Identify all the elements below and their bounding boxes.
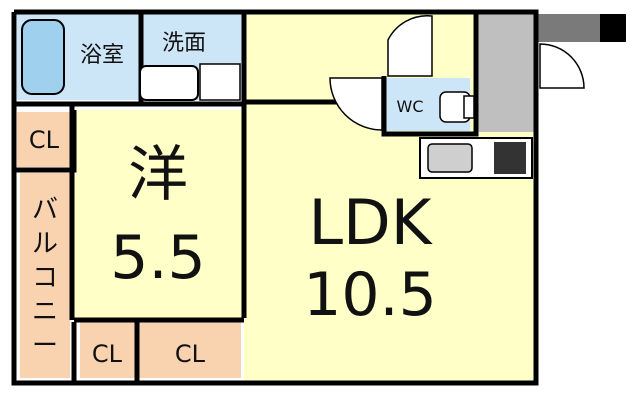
balcony-char: バ bbox=[32, 195, 58, 225]
ldk-name: LDK bbox=[309, 186, 433, 259]
storage-shelf bbox=[478, 14, 534, 132]
western-room-name: 洋 bbox=[128, 140, 188, 210]
balcony-area bbox=[20, 173, 70, 378]
bathtub-icon bbox=[21, 19, 65, 95]
western-room-size: 5.5 bbox=[110, 223, 205, 293]
washroom-label: 洗面 bbox=[162, 31, 206, 56]
closet-bottom-1-area bbox=[80, 320, 135, 378]
wc-label: WC bbox=[397, 97, 424, 116]
closet-bottom-2-label: CL bbox=[175, 340, 206, 368]
closet-left-label: CL bbox=[29, 126, 60, 154]
bath-label: 浴室 bbox=[80, 43, 124, 68]
toilet-icon bbox=[439, 91, 475, 123]
closet-bottom-1-label: CL bbox=[92, 340, 123, 368]
washbasin-icon bbox=[139, 63, 241, 101]
western-room-area bbox=[74, 110, 244, 320]
ldk-size: 10.5 bbox=[303, 260, 437, 330]
entrance-area bbox=[244, 14, 476, 76]
kitchen-sink-icon bbox=[427, 143, 473, 173]
door-swing-icon bbox=[329, 15, 585, 131]
balcony-char: ニ bbox=[32, 297, 58, 327]
balcony-label: バ ル コ ニ ー bbox=[32, 195, 58, 361]
exterior-block-dark bbox=[600, 14, 626, 42]
walls bbox=[11, 9, 539, 386]
closet-left-area bbox=[17, 112, 72, 167]
balcony-char: コ bbox=[32, 263, 58, 293]
stove-icon bbox=[494, 142, 526, 174]
closet-bottom-2-area bbox=[139, 320, 241, 378]
balcony-char: ル bbox=[32, 229, 58, 259]
balcony-char: ー bbox=[32, 331, 58, 361]
